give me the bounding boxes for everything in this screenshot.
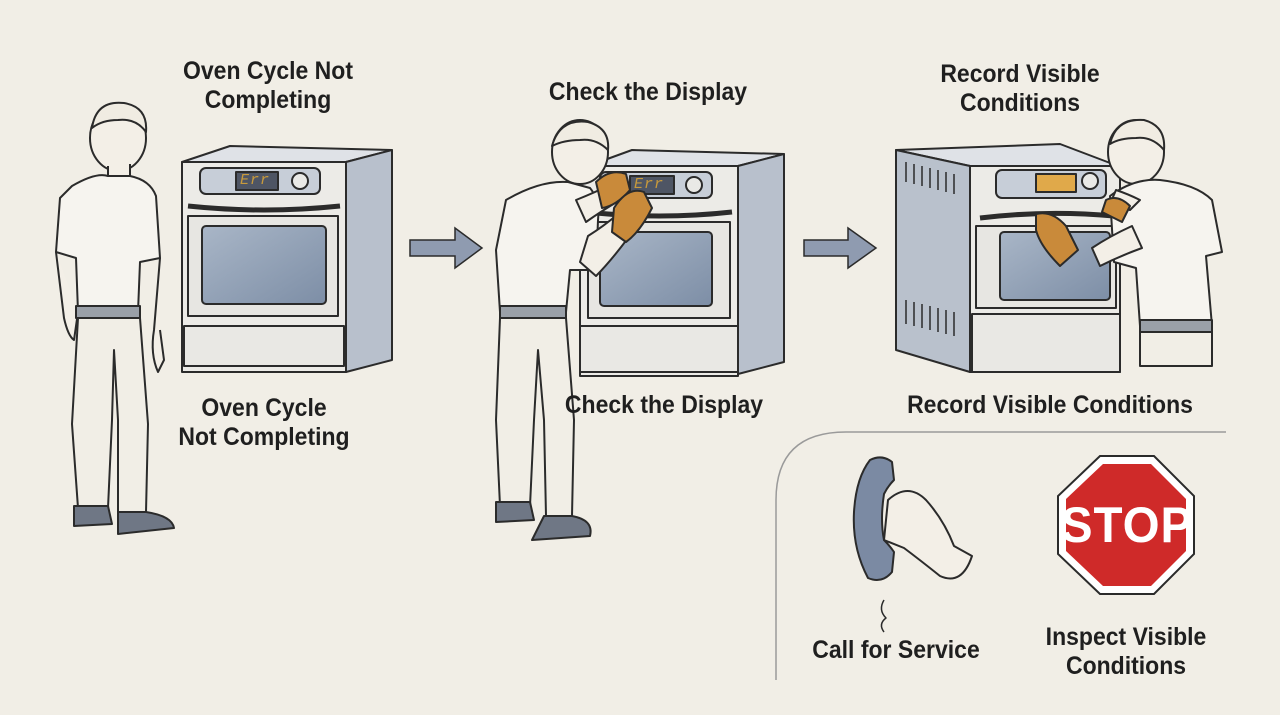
arrow-right-icon xyxy=(409,226,484,270)
person-checking-display-figure xyxy=(495,119,653,541)
telephone-handset-icon xyxy=(852,456,973,633)
person-recording-conditions-figure xyxy=(1035,118,1223,367)
action-area-divider xyxy=(775,431,1226,680)
arrow-right-icon xyxy=(803,226,878,270)
step3-title-top: Record Visible Conditions xyxy=(940,60,1100,117)
call-for-service-label: Call for Service xyxy=(812,636,980,664)
step2-title-top: Check the Display xyxy=(548,78,748,106)
oven-step3 xyxy=(895,143,1121,373)
step2-title-bottom: Check the Display xyxy=(564,391,764,419)
stop-sign-icon xyxy=(1057,455,1195,595)
step1-title-top: Oven Cycle Not Completing xyxy=(183,57,353,114)
stop-sign-text: STOP xyxy=(1060,497,1194,553)
step3-title-bottom: Record Visible Conditions xyxy=(907,391,1193,419)
oven-display-code: Err xyxy=(240,172,271,189)
oven-step1 xyxy=(181,145,393,373)
step1-title-bottom: Oven Cycle Not Completing xyxy=(178,394,350,451)
person-standing-figure xyxy=(55,101,175,535)
inspect-visible-conditions-label: Inspect Visible Conditions xyxy=(1045,623,1207,680)
oven-display-code: Err xyxy=(634,176,665,193)
